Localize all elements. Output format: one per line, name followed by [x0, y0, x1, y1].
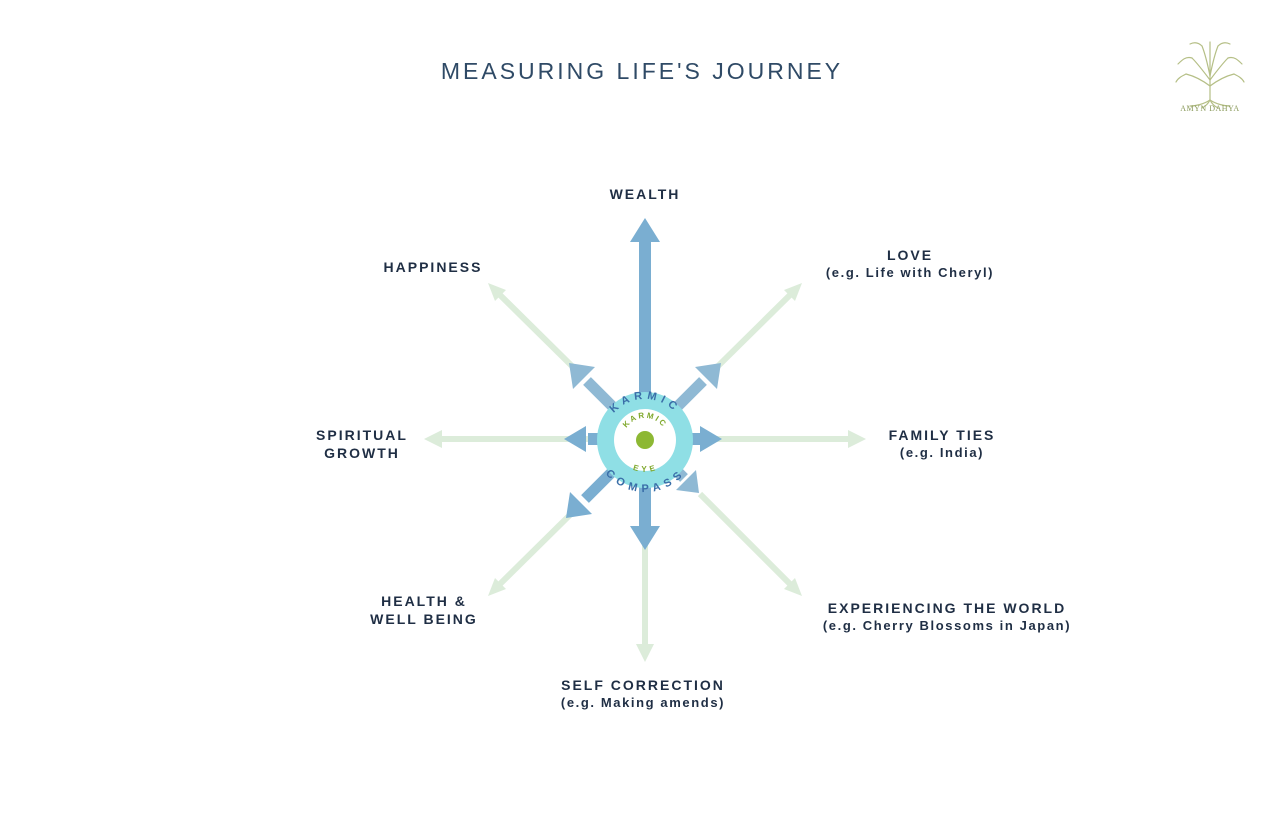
health-light-arrowhead: [488, 578, 506, 596]
left-arrowhead: [564, 426, 586, 452]
label-experiencing-the-world: EXPERIENCING THE WORLD (e.g. Cherry Blos…: [822, 600, 1072, 633]
primary-arrows: [564, 218, 722, 550]
wealth-arrow-shaft: [639, 238, 651, 402]
health-arrowhead: [566, 492, 592, 518]
love-light-arrowhead: [784, 283, 802, 301]
label-family-ties: FAMILY TIES (e.g. India): [888, 427, 996, 460]
down-arrow-shaft: [639, 480, 651, 530]
experiencing-light-arrow: [697, 491, 793, 587]
tree-icon: [1175, 41, 1245, 109]
label-wealth: WEALTH: [609, 186, 681, 202]
happiness-light-arrowhead: [488, 283, 506, 301]
label-love: LOVE (e.g. Life with Cheryl): [825, 247, 995, 280]
logo-text: AMYN DAHYA: [1180, 104, 1240, 113]
experiencing-light-arrowhead: [784, 578, 802, 596]
label-health: HEALTH & WELL BEING: [370, 593, 478, 627]
family-light-arrowhead: [848, 430, 866, 448]
health-light-arrow: [497, 504, 581, 587]
wealth-arrowhead: [630, 218, 660, 242]
svg-text:EYE: EYE: [632, 463, 658, 474]
experiencing-arrowhead: [676, 470, 699, 493]
spiritual-light-arrowhead: [424, 430, 442, 448]
love-arrowhead: [695, 363, 721, 389]
happiness-light-arrow: [497, 292, 581, 375]
right-arrowhead: [700, 426, 722, 452]
self-correction-light-arrowhead: [636, 644, 654, 662]
secondary-arrows: [566, 363, 721, 518]
down-arrowhead: [630, 526, 660, 550]
label-spiritual-growth: SPIRITUAL GROWTH: [316, 427, 408, 461]
label-self-correction: SELF CORRECTION (e.g. Making amends): [560, 677, 726, 710]
karmic-eye-dot: [636, 431, 654, 449]
happiness-arrowhead: [569, 363, 595, 389]
compass-inner-bottom-text: EYE: [632, 463, 656, 474]
love-light-arrow: [709, 292, 793, 375]
page-title: MEASURING LIFE'S JOURNEY: [440, 58, 844, 84]
label-happiness: HAPPINESS: [383, 259, 483, 275]
karmic-compass: KARMIC COMPASS KARMIC EYE: [597, 390, 693, 495]
